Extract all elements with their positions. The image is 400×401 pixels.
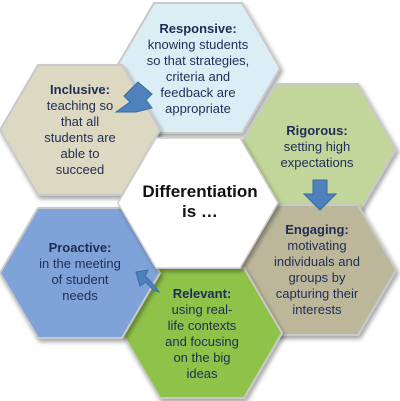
responsive-title: Responsive: [159, 21, 237, 36]
relevant-text: Relevant: using real- life contexts and … [134, 276, 270, 392]
proactive-text: Proactive: in the meeting of student nee… [10, 232, 150, 312]
engaging-title: Engaging: [285, 222, 349, 237]
rigorous-text: Rigorous: setting high expectations [250, 112, 384, 182]
engaging-text: Engaging: motivating individuals and gro… [248, 212, 386, 328]
proactive-title: Proactive: [48, 240, 112, 255]
arrow-responsive-to-inclusive [114, 81, 153, 113]
responsive-text: Responsive: knowing students so that str… [124, 10, 272, 128]
hexagon-center [117, 137, 279, 269]
arrow-relevant-to-proactive [135, 269, 161, 293]
center-label: Differentiation is … [142, 182, 258, 221]
inclusive-text: Inclusive: teaching so that all students… [14, 72, 146, 188]
responsive-body: knowing students so that strategies, cri… [146, 37, 250, 116]
relevant-title: Relevant: [172, 286, 232, 301]
inclusive-title: Inclusive: [50, 82, 110, 97]
inclusive-body: teaching so that all students are able t… [44, 98, 116, 177]
relevant-body: using real- life contexts and focusing o… [165, 302, 239, 381]
rigorous-title: Rigorous: [286, 123, 348, 138]
engaging-body: motivating individuals and groups by cap… [273, 238, 360, 317]
proactive-body: in the meeting of student needs [39, 256, 121, 303]
arrow-rigorous-to-engaging [302, 179, 338, 211]
rigorous-body: setting high expectations [280, 139, 354, 170]
